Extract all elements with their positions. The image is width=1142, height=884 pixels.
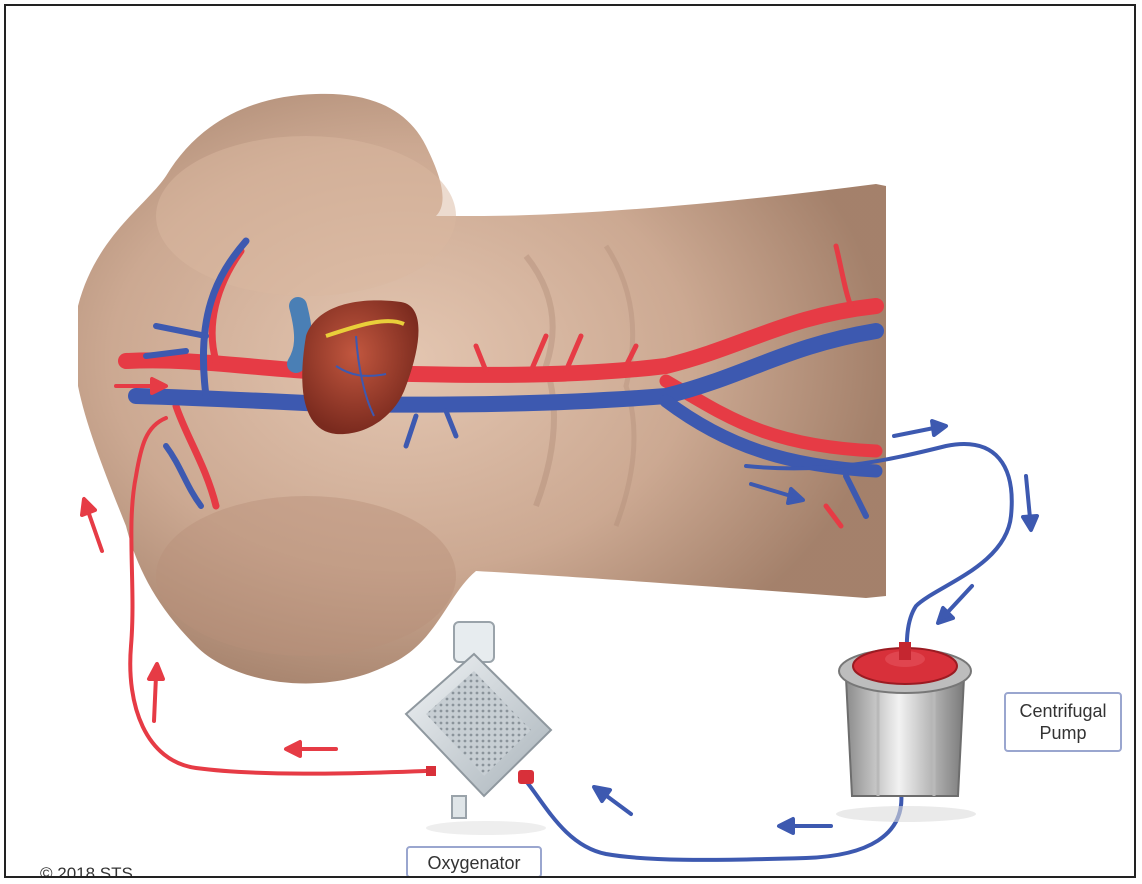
diagram-frame: Centrifugal Pump Oxygenator © 2018 STS <box>4 4 1136 878</box>
ecmo-circuit-illustration <box>6 6 1136 878</box>
oxygenator-icon <box>406 622 551 835</box>
centrifugal-pump-label: Centrifugal Pump <box>1004 692 1122 752</box>
centrifugal-pump-icon <box>836 642 976 822</box>
copyright-notice: © 2018 STS <box>40 864 133 878</box>
patient-torso <box>78 94 886 684</box>
oxygenator-label: Oxygenator <box>406 846 542 878</box>
